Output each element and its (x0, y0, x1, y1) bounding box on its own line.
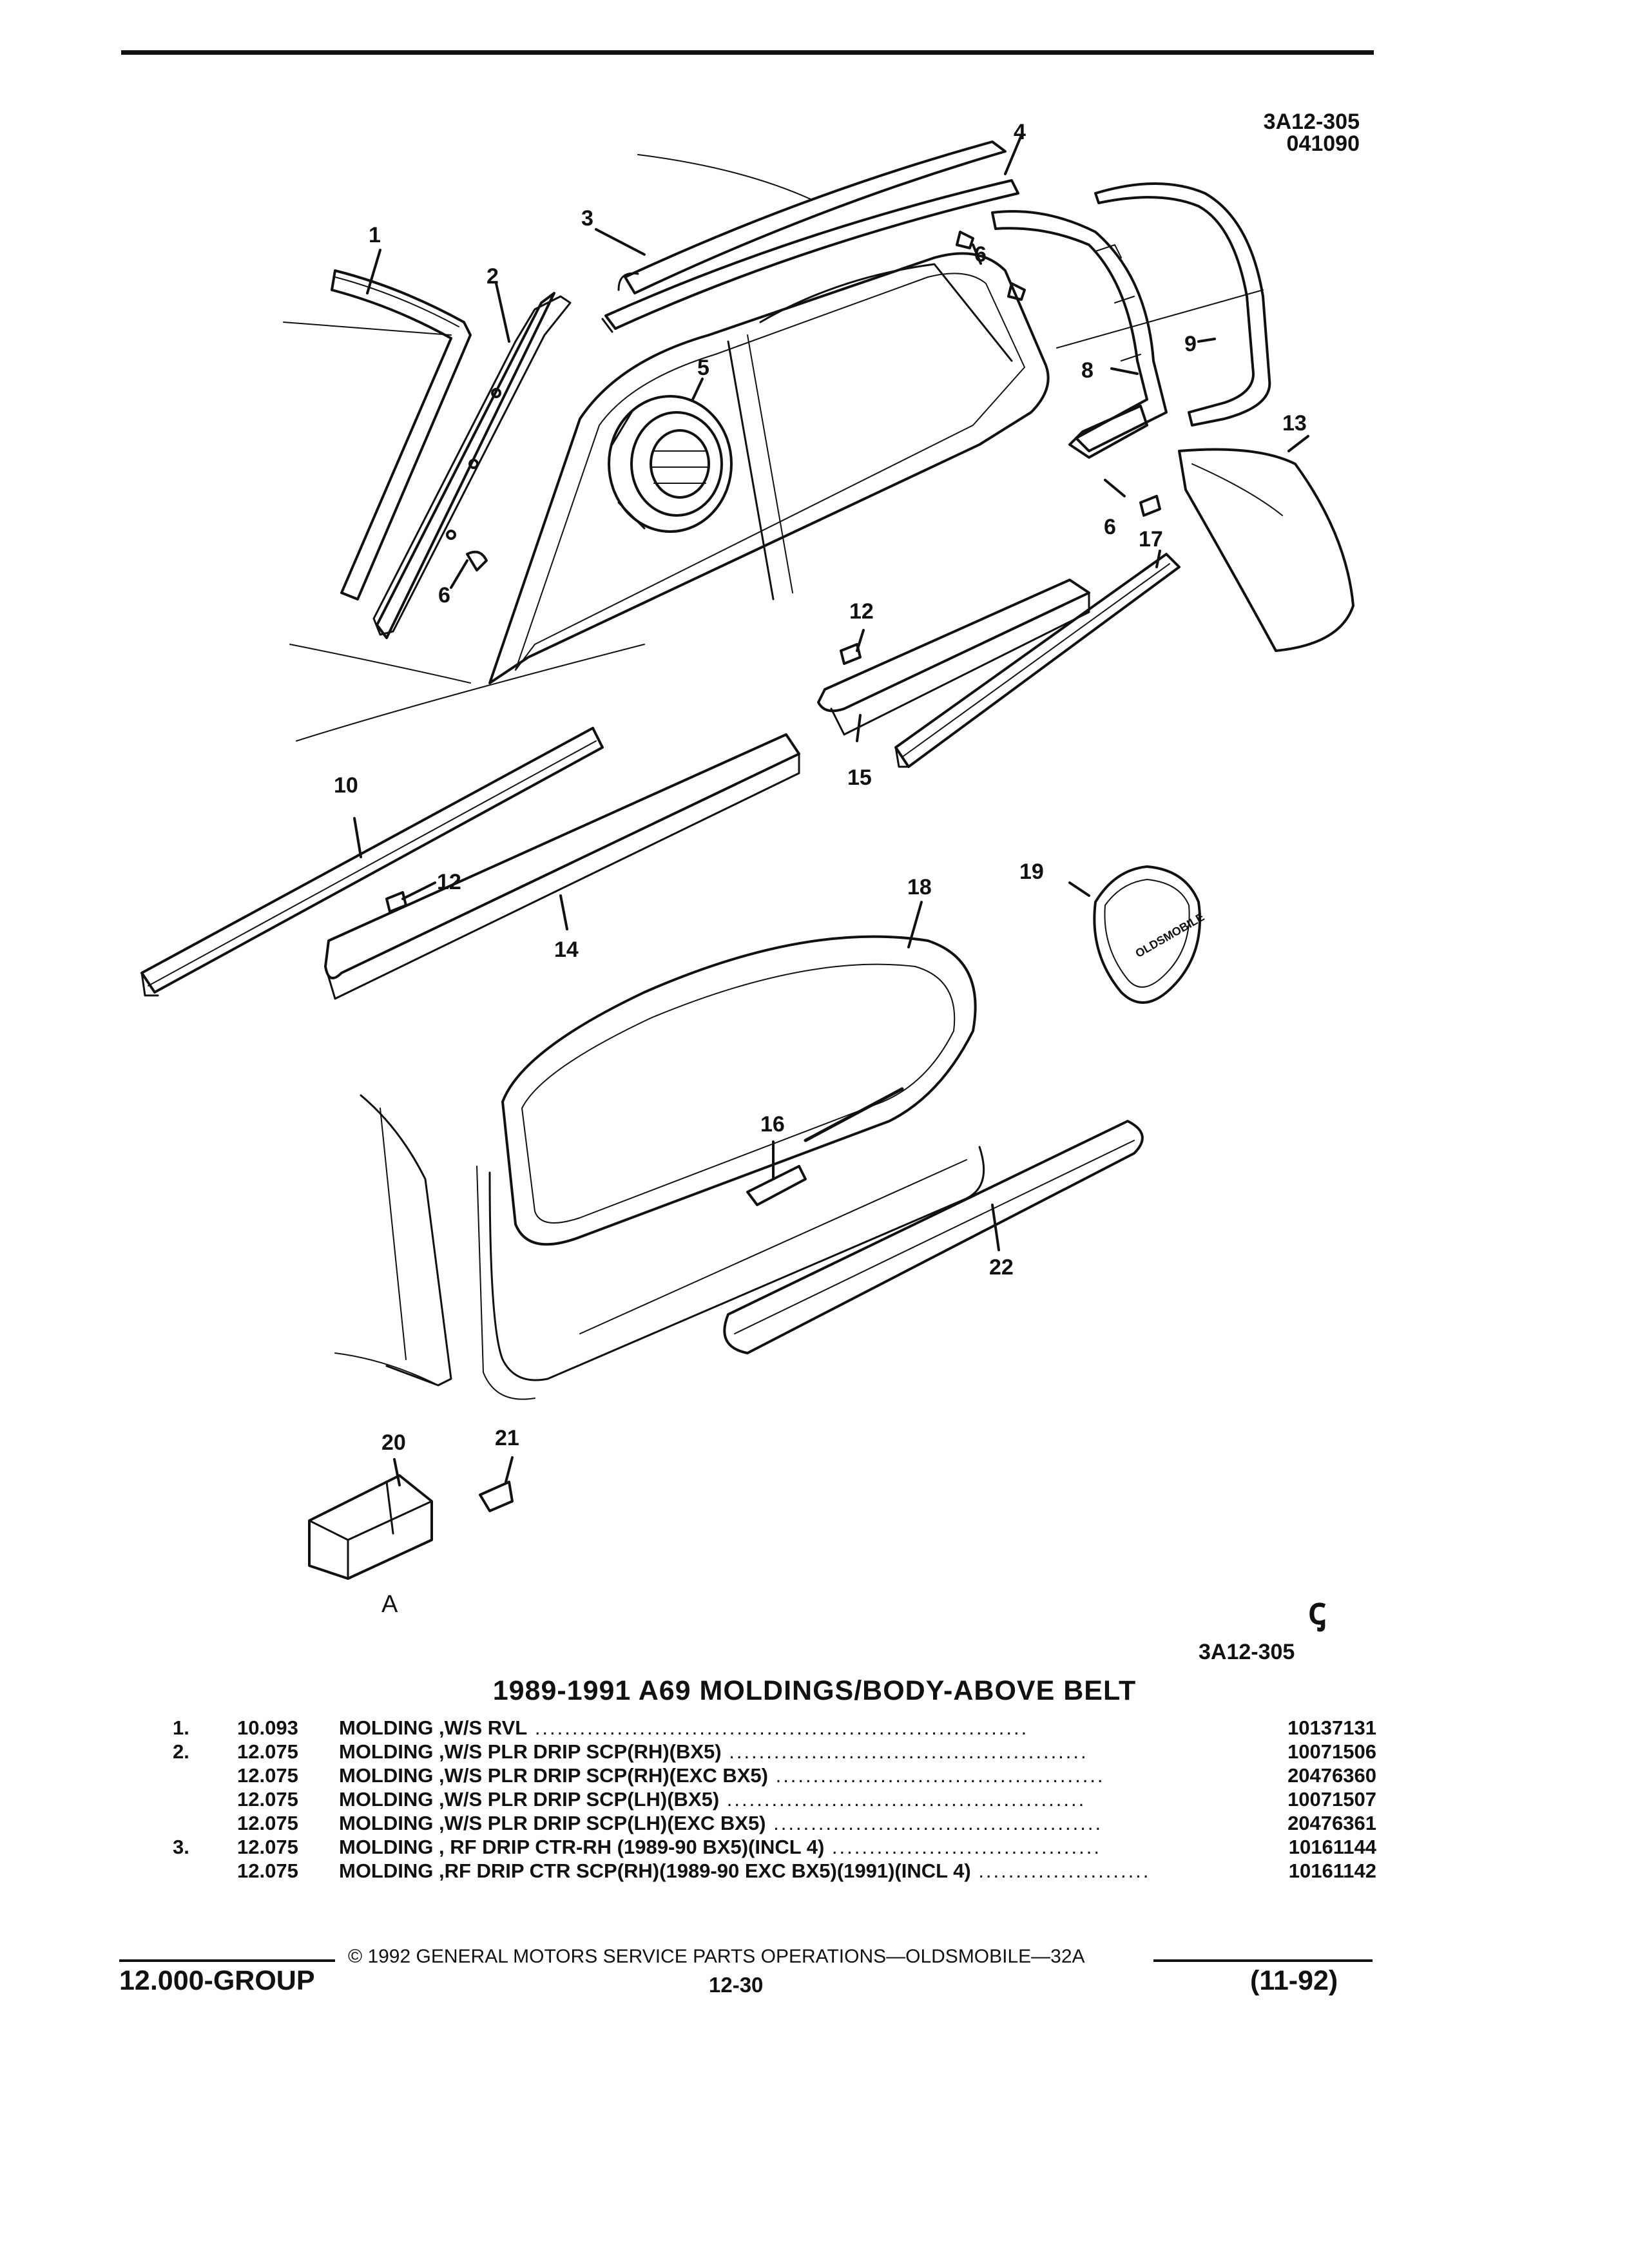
parts-row: 3. 12.075 MOLDING , RF DRIP CTR-RH (1989-9… (173, 1835, 1376, 1859)
part-group-number: 12.075 (237, 1788, 298, 1811)
part-description: MOLDING , RF DRIP CTR-RH (1989-90 BX5)(I… (339, 1835, 1241, 1859)
callout-c18: 18 (907, 875, 932, 899)
callout-c5: 5 (697, 356, 709, 380)
parts-row: 2. 12.075 MOLDING ,W/S PLR DRIP SCP(RH)(BX… (173, 1740, 1376, 1763)
callout-c13: 13 (1282, 411, 1307, 436)
parts-row: 12.075 MOLDING ,RF DRIP CTR SCP(RH)(1989-… (173, 1859, 1376, 1883)
part-group-number: 10.093 (237, 1716, 298, 1739)
callout-c2: 2 (487, 264, 499, 289)
part-description: MOLDING ,RF DRIP CTR SCP(RH)(1989-90 EXC… (339, 1859, 1241, 1883)
page-title: 1989-1991 A69 MOLDINGS/BODY-ABOVE BELT (492, 1675, 1137, 1706)
callout-c3: 3 (581, 206, 593, 231)
part-group-number: 12.075 (237, 1836, 298, 1858)
footer-rule-left (119, 1959, 335, 1962)
part-description: MOLDING ,W/S PLR DRIP SCP(LH)(EXC BX5) .… (339, 1811, 1241, 1835)
part-description-text: MOLDING ,W/S PLR DRIP SCP(RH)(EXC BX5) (339, 1764, 768, 1787)
part-number: 10137131 (1287, 1716, 1376, 1739)
part-group-number: 12.075 (237, 1812, 298, 1834)
part-description-text: MOLDING ,W/S PLR DRIP SCP(LH)(BX5) (339, 1788, 720, 1811)
dot-leader: ........................................… (527, 1716, 1029, 1739)
parts-illustration: 1 2 3 4 5 6 6 6 8 9 13 17 12 15 10 12 14… (140, 120, 1354, 1664)
callout-c21: 21 (495, 1426, 519, 1450)
callout-c9: 9 (1184, 332, 1197, 356)
part-description-text: MOLDING ,W/S PLR DRIP SCP(LH)(EXC BX5) (339, 1812, 766, 1834)
dot-leader: ....................... (970, 1860, 1151, 1882)
callout-c17: 17 (1139, 527, 1163, 552)
part-ref-number (173, 1763, 237, 1787)
part-ref-number: 3. (173, 1836, 189, 1858)
footer-rule-right (1153, 1959, 1373, 1962)
dot-leader: ........................................… (719, 1788, 1086, 1811)
dot-leader: ........................................… (766, 1812, 1103, 1834)
part-group-number: 12.075 (237, 1740, 298, 1763)
callout-c12a: 12 (849, 599, 874, 624)
callout-c4: 4 (1014, 120, 1026, 144)
parts-row: 1. 10.093 MOLDING ,W/S RVL ...............… (173, 1716, 1376, 1740)
callout-c1: 1 (369, 223, 381, 247)
parts-row: 12.075 MOLDING ,W/S PLR DRIP SCP(RH)(EXC … (173, 1763, 1376, 1787)
callout-c22: 22 (989, 1255, 1014, 1280)
part-group-number: 12.075 (237, 1860, 298, 1882)
dot-leader: ........................................… (721, 1740, 1088, 1763)
callout-c6a: 6 (974, 242, 987, 267)
part-ref-number (173, 1811, 237, 1835)
callout-c20: 20 (381, 1430, 406, 1455)
part-number: 10161144 (1288, 1836, 1376, 1858)
footer-page-number: 12-30 (709, 1973, 764, 1997)
part-description-text: MOLDING ,RF DRIP CTR SCP(RH)(1989-90 EXC… (339, 1860, 971, 1882)
illustration-date: 041090 (1286, 131, 1360, 156)
callout-c6c: 6 (438, 583, 450, 608)
footer-group: 12.000-GROUP (119, 1965, 315, 1996)
view-label: A (381, 1591, 398, 1618)
part-description-text: MOLDING ,W/S RVL (339, 1716, 528, 1739)
top-rule (121, 50, 1374, 55)
callout-c12b: 12 (437, 870, 461, 894)
part-ref-number: 2. (173, 1740, 189, 1763)
callout-c15: 15 (847, 765, 872, 790)
parts-row: 12.075 MOLDING ,W/S PLR DRIP SCP(LH)(BX5)… (173, 1787, 1376, 1811)
part-number: 20476361 (1287, 1812, 1376, 1834)
part-description-text: MOLDING ,W/S PLR DRIP SCP(RH)(BX5) (339, 1740, 722, 1763)
callout-c8: 8 (1081, 358, 1094, 383)
part-ref-number: 1. (173, 1716, 189, 1739)
part-ref-number (173, 1787, 237, 1811)
part-group-number: 12.075 (237, 1764, 298, 1787)
callout-c19: 19 (1019, 860, 1044, 884)
part-description: MOLDING ,W/S PLR DRIP SCP(RH)(EXC BX5) .… (339, 1763, 1241, 1787)
bottom-illustration-code: 3A12-305 (1199, 1640, 1295, 1664)
part-description: MOLDING ,W/S PLR DRIP SCP(LH)(BX5) .....… (339, 1787, 1241, 1811)
callout-c14: 14 (554, 937, 579, 962)
part-number: 10071507 (1287, 1788, 1376, 1811)
callout-c6b: 6 (1104, 515, 1116, 539)
part-number: 10161142 (1288, 1860, 1376, 1882)
illustration-code: 3A12-305 (1263, 110, 1360, 134)
part-number: 10071506 (1287, 1740, 1376, 1763)
dot-leader: .................................... (824, 1836, 1101, 1858)
union-label-symbol: ꞔ (1308, 1590, 1326, 1632)
callout-c16: 16 (760, 1112, 785, 1137)
callout-labels: 1 2 3 4 5 6 6 6 8 9 13 17 12 15 10 12 14… (334, 120, 1326, 1664)
parts-row: 12.075 MOLDING ,W/S PLR DRIP SCP(LH)(EXC … (173, 1811, 1376, 1835)
callout-c10: 10 (334, 773, 358, 798)
part-ref-number (173, 1859, 237, 1883)
part-description-text: MOLDING , RF DRIP CTR-RH (1989-90 BX5)(I… (339, 1836, 825, 1858)
parts-table: 1. 10.093 MOLDING ,W/S RVL ...............… (173, 1716, 1376, 1883)
part-description: MOLDING ,W/S PLR DRIP SCP(RH)(BX5) .....… (339, 1740, 1241, 1763)
part-description: MOLDING ,W/S RVL .......................… (339, 1716, 1241, 1740)
footer-revision: (11-92) (1250, 1965, 1338, 1996)
footer-copyright: © 1992 GENERAL MOTORS SERVICE PARTS OPER… (348, 1946, 1085, 1967)
part-number: 20476360 (1287, 1764, 1376, 1787)
dot-leader: ........................................… (767, 1764, 1105, 1787)
